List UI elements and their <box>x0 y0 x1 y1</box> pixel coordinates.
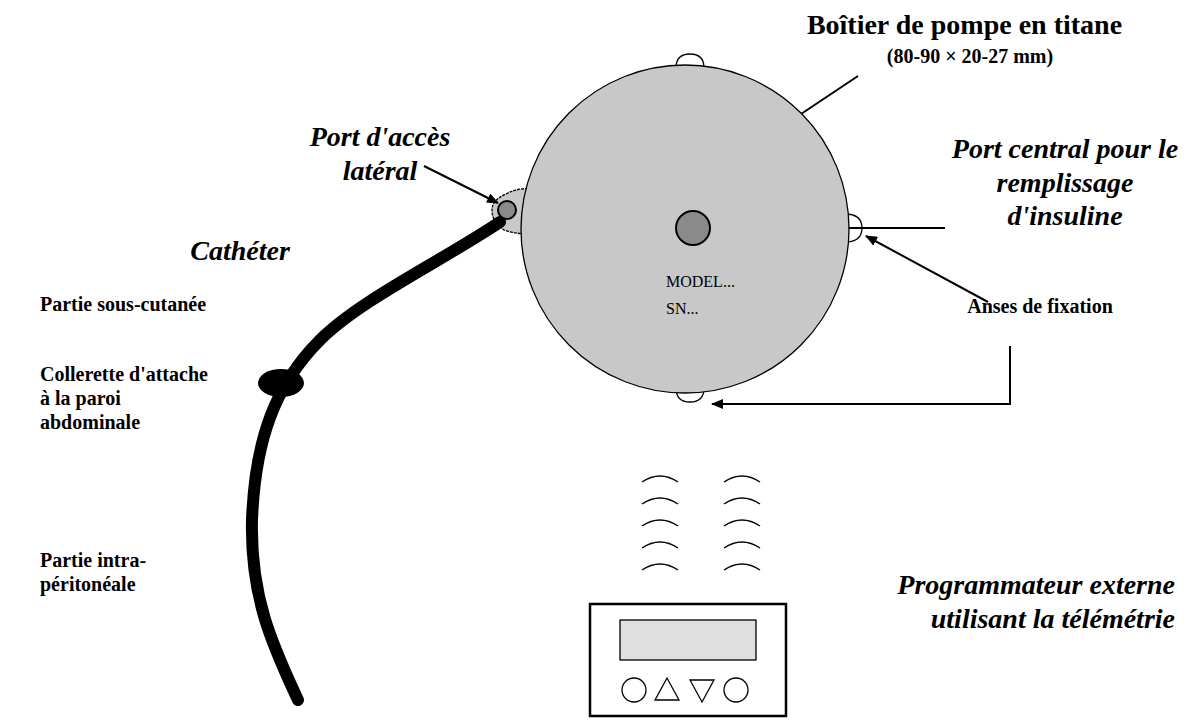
pump-housing: MODEL... SN... <box>520 64 850 394</box>
part-label: Anses de fixation <box>960 294 1120 318</box>
pump-circle <box>520 64 850 394</box>
dimension-label: (80-90 × 20-27 mm) <box>840 44 1100 68</box>
model-serial-text: MODEL... SN... <box>666 268 750 322</box>
title-label: Boîtier de pompe en titane <box>752 8 1177 42</box>
part-label: Partie intra-péritonéale <box>40 548 175 596</box>
part-label: Port central pour le remplissage d'insul… <box>950 132 1180 233</box>
part-label: Programmateur externe utilisant la télém… <box>810 568 1175 635</box>
external-programmer <box>590 604 786 716</box>
part-label: Port d'accès latéral <box>300 120 460 187</box>
catheter <box>252 222 500 700</box>
part-label: Partie sous-cutanée <box>40 292 280 316</box>
catheter-collar <box>258 369 304 397</box>
telemetry-waves <box>642 476 760 570</box>
part-label: Collerette d'attache à la paroi abdomina… <box>40 362 210 434</box>
part-label: Cathéter <box>160 234 320 268</box>
